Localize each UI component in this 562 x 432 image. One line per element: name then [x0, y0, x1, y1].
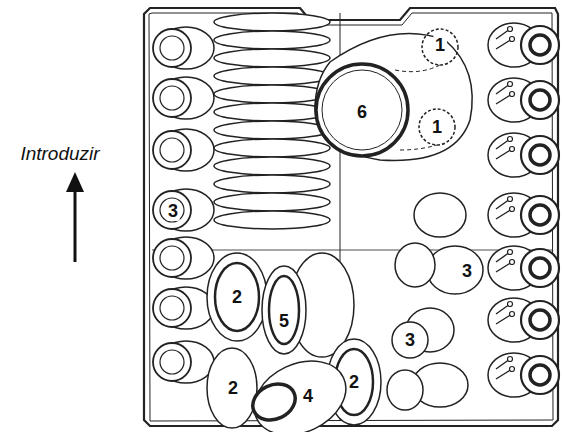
rack-frame [144, 8, 558, 426]
callout-number: 1 [433, 35, 447, 55]
left-cups [153, 27, 214, 383]
plates-and-bowls [207, 253, 381, 432]
direction-label: Introduzir [20, 144, 99, 163]
callout-number: 1 [430, 117, 444, 137]
callout-number: 6 [355, 102, 369, 122]
callout-number: 3 [166, 201, 180, 221]
callout-number: 5 [277, 311, 291, 331]
direction-arrow [66, 172, 84, 262]
plate-stack [214, 13, 330, 229]
callout-number: 2 [230, 287, 244, 307]
middle-cups [387, 193, 483, 410]
callout-number: 4 [301, 386, 315, 406]
callout-number: 2 [226, 378, 240, 398]
bowl-group [315, 29, 472, 161]
callout-number: 3 [460, 261, 474, 281]
callout-number: 3 [403, 330, 417, 350]
callout-number: 2 [347, 372, 361, 392]
right-cups [488, 23, 559, 397]
